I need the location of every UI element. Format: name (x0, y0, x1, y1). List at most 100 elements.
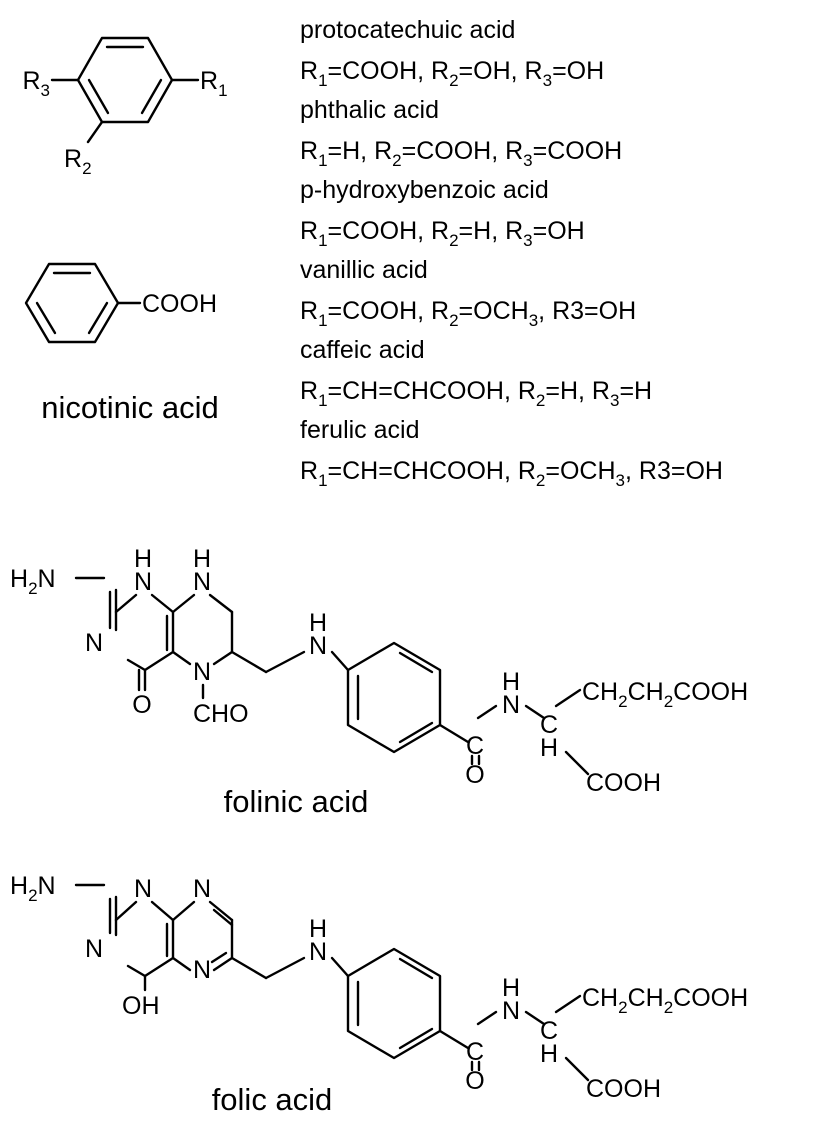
folic-n: N (309, 938, 327, 966)
folinic-h: H (309, 609, 327, 637)
folinic-bond (564, 750, 590, 776)
folinic-bond (398, 651, 434, 674)
folic-bond (230, 956, 268, 980)
folinic-bond (524, 704, 546, 720)
nicotinic-cooh-label: COOH (142, 290, 217, 318)
folic-bond (150, 900, 175, 922)
folinic-n: N (502, 691, 520, 719)
acid-substituents: R1=H, R2=COOH, R3=COOH (300, 137, 622, 170)
folic-bond (208, 900, 234, 922)
folic-n: N (85, 935, 103, 963)
acid-name: vanillic acid (300, 256, 428, 284)
folic-oh: OH (122, 992, 160, 1020)
acid-substituents: R1=CH=CHCOOH, R2=OCH3, R3=OH (300, 457, 723, 490)
folic-bond (398, 957, 434, 980)
folic-acid-structure: H2N N N N N OH H N C O H N C H CH2CH2COO… (10, 872, 748, 1117)
folic-h: H (309, 915, 327, 943)
nicotinic-caption: nicotinic acid (41, 390, 218, 425)
folinic-c: C (466, 732, 484, 760)
folic-bond (212, 956, 234, 972)
folic-cooh: COOH (586, 1075, 661, 1103)
folinic-h: H (134, 545, 152, 573)
acid-substituents: R1=COOH, R2=OH, R3=OH (300, 57, 604, 90)
nicotinic-acid-structure: COOH nicotinic acid (24, 262, 219, 425)
folinic-h: H (502, 668, 520, 696)
folic-bond (143, 956, 175, 978)
folinic-c: C (540, 711, 558, 739)
folic-h: H (502, 974, 520, 1002)
folic-c: C (540, 1017, 558, 1045)
folinic-acid-structure: H2N H N H N N O N CHO H N C O H N C H CH… (10, 545, 748, 819)
folinic-bond (212, 650, 234, 666)
folinic-bond (171, 650, 192, 666)
folinic-cho: CHO (193, 700, 249, 728)
folic-bond (564, 1056, 590, 1082)
r2-bond (86, 120, 104, 144)
folic-bond (212, 908, 234, 927)
folinic-o: O (132, 691, 151, 719)
folic-bond (438, 1029, 470, 1050)
folinic-n: N (193, 658, 211, 686)
folinic-h2n: H2N (10, 565, 56, 598)
folic-bond (171, 956, 192, 972)
folinic-bond (330, 650, 350, 672)
folinic-n: N (193, 568, 211, 596)
generic-benzene-ring (76, 36, 174, 124)
folinic-bond (143, 650, 175, 672)
folic-h: H (540, 1040, 558, 1068)
folinic-caption: folinic acid (224, 784, 369, 819)
acid-name: ferulic acid (300, 416, 420, 444)
generic-benzene-structure: R1 R3 R2 (22, 36, 228, 178)
folic-n: N (134, 875, 152, 903)
nicotinic-ring-double-bond (35, 301, 57, 335)
generic-ring-double-bond (140, 78, 163, 115)
folinic-bond (398, 721, 434, 744)
folinic-benzene-ring (346, 641, 442, 754)
folinic-cooh: COOH (586, 769, 661, 797)
acid-name: p-hydroxybenzoic acid (300, 176, 549, 204)
folic-c: C (466, 1038, 484, 1066)
acid-name: phthalic acid (300, 96, 439, 124)
acid-name: caffeic acid (300, 336, 425, 364)
folinic-h: H (193, 545, 211, 573)
folinic-bond (476, 704, 498, 720)
folic-caption: folic acid (212, 1082, 333, 1117)
folinic-chain: CH2CH2COOH (582, 678, 748, 711)
folic-bond (330, 956, 350, 978)
folinic-bond (554, 688, 582, 708)
r2-label: R2 (64, 145, 92, 178)
folic-benzene-ring (346, 947, 442, 1060)
acid-substituents: R1=COOH, R2=H, R3=OH (300, 217, 585, 250)
r1-label: R1 (200, 67, 228, 100)
folinic-n: N (85, 629, 103, 657)
nicotinic-ring (24, 262, 120, 344)
folinic-h: H (540, 734, 558, 762)
folic-bond (114, 900, 138, 922)
folic-chain: CH2CH2COOH (582, 984, 748, 1017)
folinic-bond (126, 658, 147, 672)
folic-n: N (502, 997, 520, 1025)
folic-bond (210, 951, 228, 964)
folinic-n: N (309, 632, 327, 660)
folic-o: O (465, 1067, 484, 1095)
acid-substituents: R1=CH=CHCOOH, R2=H, R3=H (300, 377, 652, 410)
folic-bond (554, 994, 582, 1014)
folic-bond (524, 1010, 546, 1026)
folinic-bond (230, 650, 268, 674)
folic-bond (126, 964, 147, 978)
folinic-bond (150, 593, 175, 614)
folinic-bond (208, 593, 234, 614)
folic-bond (171, 900, 196, 922)
folinic-o: O (465, 761, 484, 789)
folinic-bond (264, 650, 306, 674)
folinic-n: N (134, 568, 152, 596)
acid-name: protocatechuic acid (300, 16, 515, 44)
folic-bond (476, 1010, 498, 1026)
folic-n: N (193, 956, 211, 984)
nicotinic-ring-double-bond (87, 301, 109, 335)
r3-label: R3 (22, 67, 50, 100)
acid-list: protocatechuic acid R1=COOH, R2=OH, R3=O… (300, 16, 723, 490)
acid-substituents: R1=COOH, R2=OCH3, R3=OH (300, 297, 636, 330)
